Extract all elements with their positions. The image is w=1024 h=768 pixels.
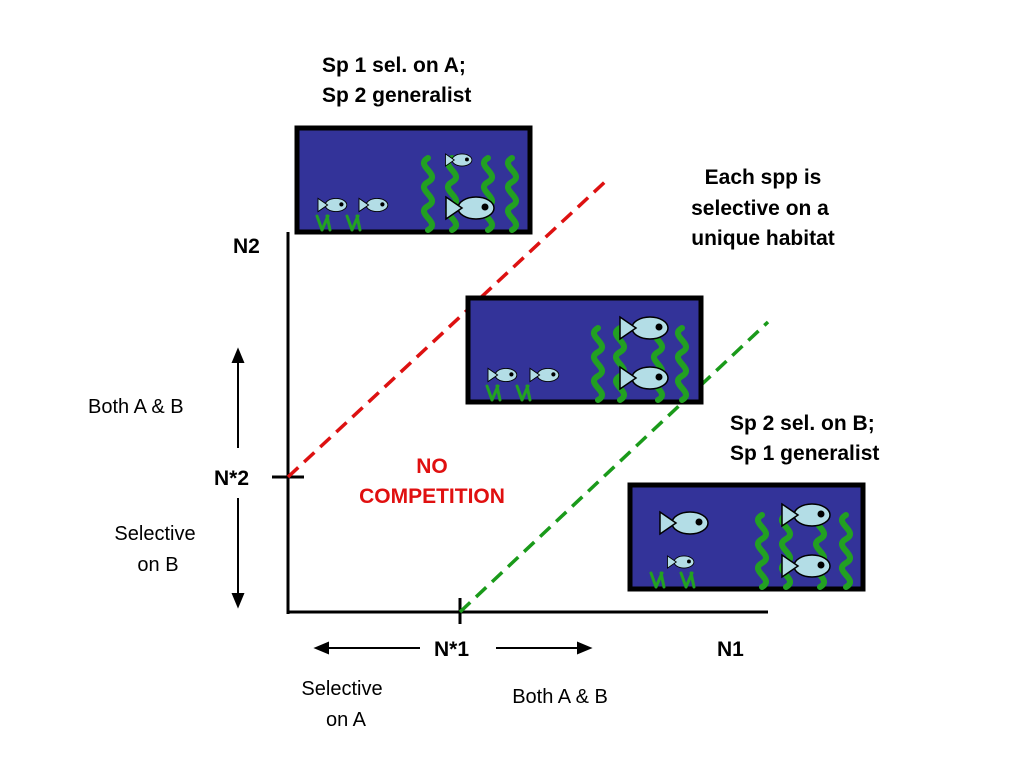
tank-sp1-selective-a — [294, 125, 533, 235]
top-title-line2: Sp 2 generalist — [322, 84, 471, 107]
y-down-arrow-label-line2: on B — [137, 554, 178, 576]
red-dashed-isocline — [286, 178, 609, 479]
no-competition-line2: COMPETITION — [359, 485, 505, 508]
y-axis-label: N2 — [233, 235, 260, 258]
x-range-arrows — [313, 641, 593, 655]
tank-each-selective — [465, 295, 704, 405]
no-competition-line1: NO — [416, 455, 448, 478]
x-equilibrium-label: N*1 — [434, 638, 469, 661]
top-title-line1: Sp 1 sel. on A; — [322, 54, 466, 77]
tank-sp2-selective-b — [627, 482, 866, 592]
y-down-arrow-label-line1: Selective — [114, 523, 195, 545]
right-title-line2: selective on a — [691, 197, 829, 220]
green-dashed-isocline — [458, 320, 770, 614]
right-title-line1: Each spp is — [705, 166, 822, 189]
lower-title-line1: Sp 2 sel. on B; — [730, 412, 875, 435]
x-left-arrow-label-line1: Selective — [301, 678, 382, 700]
x-left-arrow-label-line2: on A — [326, 709, 367, 731]
y-equilibrium-label: N*2 — [214, 467, 249, 490]
right-title-line3: unique habitat — [691, 227, 835, 250]
y-range-arrow — [231, 347, 245, 609]
y-up-arrow-label: Both A & B — [88, 396, 184, 418]
x-axis-label: N1 — [717, 638, 744, 661]
x-right-arrow-label: Both A & B — [512, 686, 608, 708]
lower-title-line2: Sp 1 generalist — [730, 442, 879, 465]
